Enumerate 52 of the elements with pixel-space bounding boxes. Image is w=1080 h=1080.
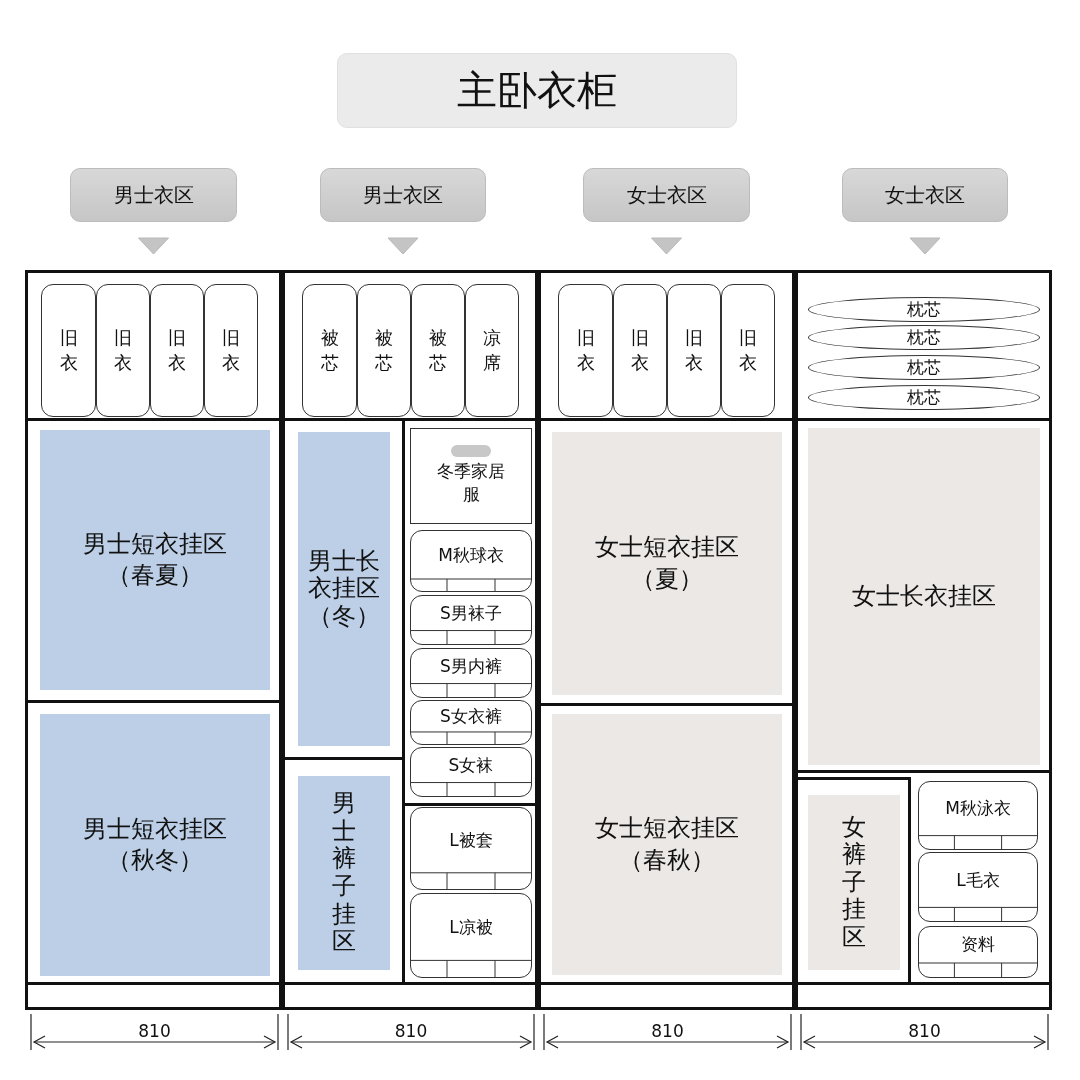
storage-drawer: L毛衣: [918, 852, 1038, 922]
storage-bag: 旧衣: [150, 284, 204, 417]
zone-header: 男士衣区: [320, 168, 486, 222]
storage-bag: 旧衣: [41, 284, 96, 417]
storage-drawer: S女袜: [410, 747, 532, 797]
wardrobe-section: [25, 270, 282, 1010]
storage-drawer: S男内裤: [410, 648, 532, 698]
storage-drawer: L被套: [410, 807, 532, 890]
title-box: 主卧衣柜: [337, 53, 737, 128]
hanging-area: 女士短衣挂区（夏）: [552, 432, 782, 695]
hanging-area: 女士长衣挂区: [808, 428, 1040, 765]
storage-drawer: M秋球衣: [410, 530, 532, 592]
dimension-label: 810: [138, 1021, 171, 1041]
pillow-insert: 枕芯: [808, 297, 1040, 322]
storage-bag: 旧衣: [204, 284, 258, 417]
pillow-insert: 枕芯: [808, 325, 1040, 350]
hanging-area: 男士短衣挂区（春夏）: [40, 430, 270, 690]
hanging-area: 男士裤子挂区: [298, 776, 390, 970]
storage-drawer: M秋泳衣: [918, 781, 1038, 850]
pointer-triangle: [387, 237, 419, 255]
storage-bag: 旧衣: [667, 284, 721, 417]
dimension-label: 810: [651, 1021, 684, 1041]
pillow-insert: 枕芯: [808, 385, 1040, 410]
storage-bag: 旧衣: [96, 284, 150, 417]
zone-header: 男士衣区: [70, 168, 237, 222]
storage-bag: 被芯: [411, 284, 465, 417]
pillow-insert: 枕芯: [808, 355, 1040, 380]
dimension-label: 810: [908, 1021, 941, 1041]
storage-drawer: S女衣裤: [410, 700, 532, 745]
hanging-area: 男士短衣挂区（秋冬）: [40, 714, 270, 976]
storage-bag: 旧衣: [721, 284, 775, 417]
hanging-area: 女士短衣挂区（春秋）: [552, 714, 782, 975]
wardrobe-section: [795, 270, 1052, 1010]
storage-bag: 旧衣: [558, 284, 613, 417]
storage-box: 冬季家居服: [410, 428, 532, 524]
storage-drawer: 资料: [918, 926, 1038, 978]
zone-header: 女士衣区: [583, 168, 750, 222]
storage-drawer: L凉被: [410, 893, 532, 978]
wardrobe-section: [538, 270, 795, 1010]
pointer-triangle: [651, 237, 682, 255]
storage-bag: 被芯: [302, 284, 357, 417]
hanging-area: 女裤子挂区: [808, 795, 900, 970]
pointer-triangle: [138, 237, 169, 255]
pointer-triangle: [909, 237, 941, 255]
wardrobe-section: [282, 270, 538, 1010]
storage-drawer: S男袜子: [410, 595, 532, 645]
storage-bag: 凉席: [465, 284, 519, 417]
storage-bag: 被芯: [357, 284, 411, 417]
dimension-label: 810: [394, 1021, 428, 1041]
zone-header: 女士衣区: [842, 168, 1008, 222]
hanging-area: 男士长衣挂区（冬）: [298, 432, 390, 746]
storage-bag: 旧衣: [613, 284, 667, 417]
